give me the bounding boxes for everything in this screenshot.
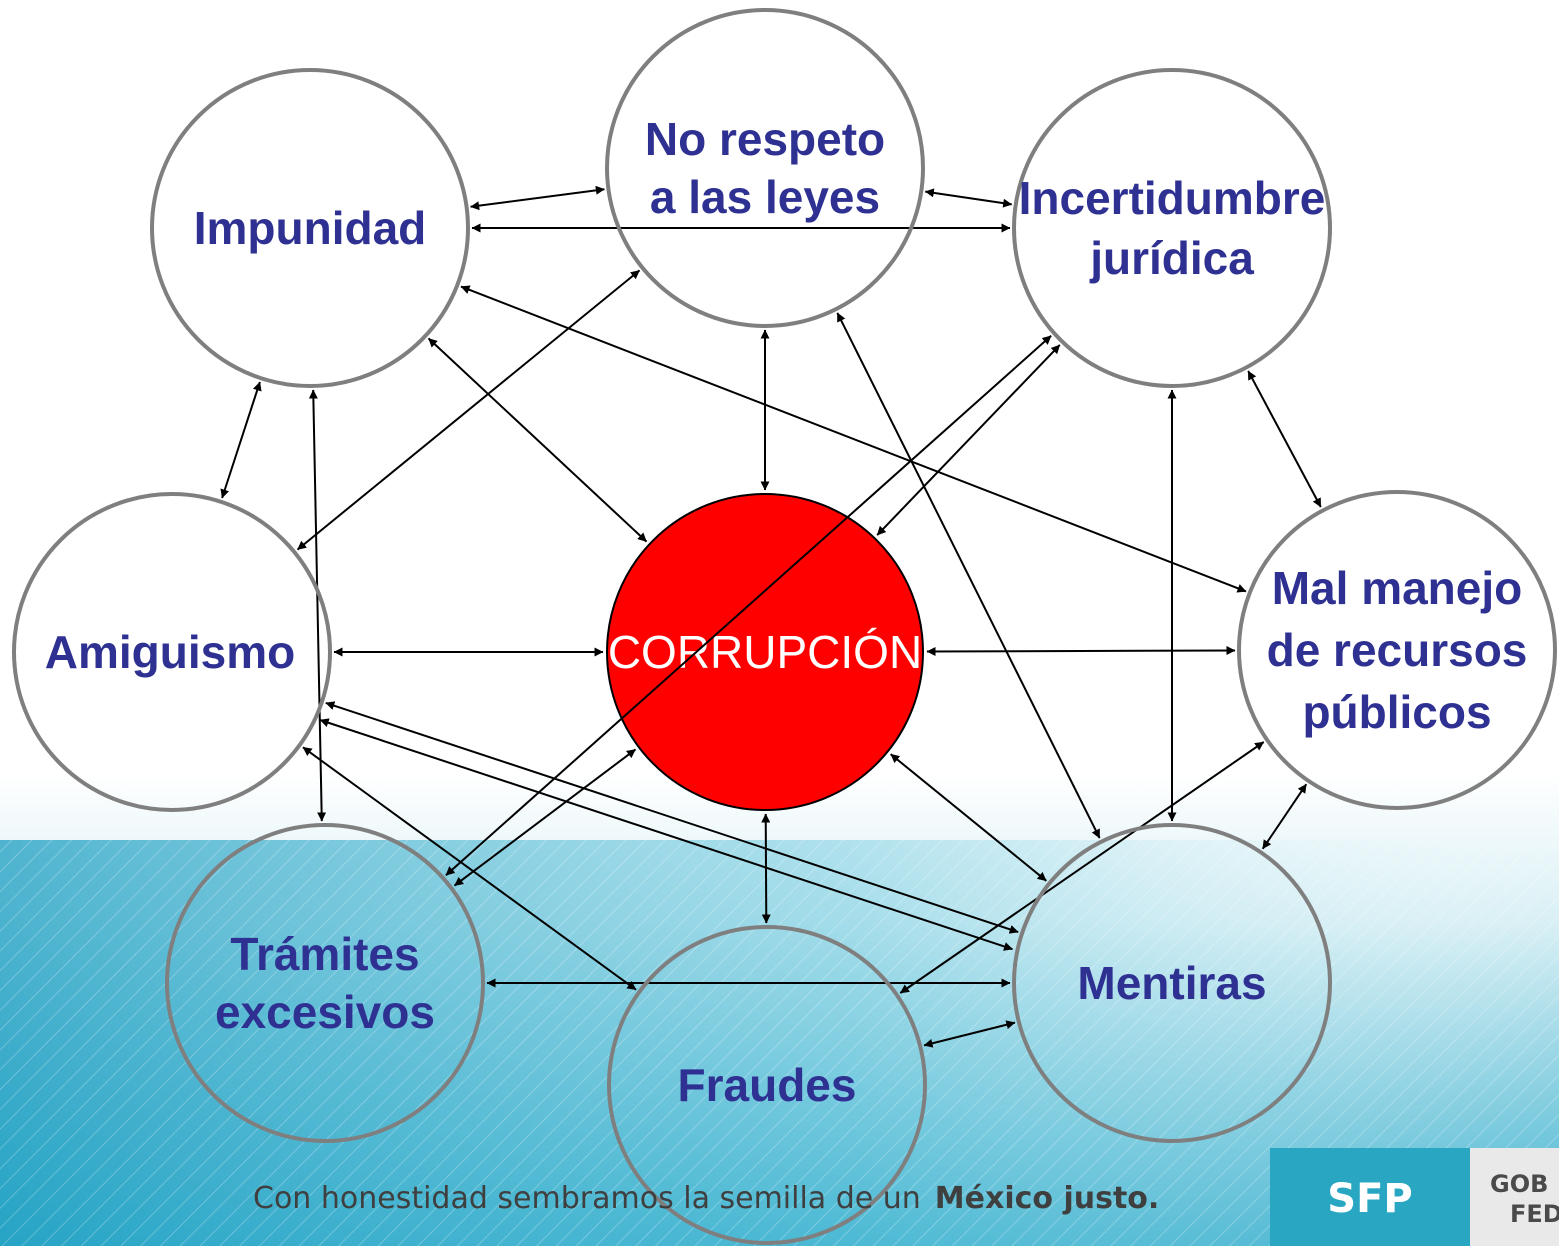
arrow-corrupcion-mal-manejo (926, 646, 1236, 656)
arrow-incertidumbre-mal-manejo (1247, 370, 1322, 508)
node-label: a las leyes (650, 171, 880, 223)
arrow-corrupcion-tramites (453, 748, 637, 887)
arrow-no-respeto-incertidumbre (924, 188, 1013, 208)
arrow-corrupcion-fraudes (761, 813, 771, 924)
slogan-prefix: Con honestidad sembramos la semilla de u… (253, 1181, 921, 1216)
node-circle (1237, 490, 1557, 810)
logo-sfp: SFP (1327, 1176, 1412, 1222)
node-label: Impunidad (194, 202, 427, 254)
arrow-mentiras-mal-manejo (1261, 783, 1308, 850)
arrow-impunidad-amiguismo (220, 381, 262, 499)
node-label: excesivos (215, 986, 435, 1038)
node-label: No respeto (645, 113, 885, 165)
node-tramites: Trámites excesivos (165, 823, 485, 1143)
sfp-logo: SFP GOB FED (1270, 1148, 1559, 1246)
node-label: Fraudes (678, 1059, 857, 1111)
node-impunidad: Impunidad (150, 68, 470, 388)
footer-slogan: Con honestidad sembramos la semilla de u… (253, 1181, 1159, 1216)
node-circle (607, 925, 927, 1245)
node-circle (150, 68, 470, 388)
center-label: CORRUPCIÓN (608, 626, 922, 678)
node-mentiras: Mentiras (1012, 823, 1332, 1143)
node-label: de recursos (1267, 624, 1528, 676)
node-no-respeto: No respeto a las leyes (605, 8, 925, 328)
node-amiguismo: Amiguismo (12, 492, 332, 812)
arrows (220, 185, 1322, 1048)
node-circle (1012, 68, 1332, 388)
node-label: Trámites (230, 928, 419, 980)
node-circle (605, 8, 925, 328)
node-corrupcion: CORRUPCIÓN (606, 493, 924, 811)
node-label: Incertidumbre (1019, 172, 1326, 224)
slogan-bold: México justo. (935, 1181, 1160, 1216)
arrow-impunidad-no-respeto (470, 185, 605, 211)
arrow-fraudes-mal-manejo (899, 741, 1265, 994)
logo-fed: FED (1510, 1200, 1559, 1228)
node-circle (165, 823, 485, 1143)
node-circle (1012, 823, 1332, 1143)
node-label: Mentiras (1077, 957, 1266, 1009)
arrow-fraudes-mentiras (923, 1020, 1016, 1048)
arrow-amiguismo-mentiras-lower (319, 718, 1013, 951)
node-circle (12, 492, 332, 812)
node-label: jurídica (1089, 232, 1254, 284)
node-incertidumbre: Incertidumbre jurídica (1012, 68, 1332, 388)
node-fraudes: Fraudes (607, 925, 927, 1245)
node-label: públicos (1302, 686, 1491, 738)
node-label: Mal manejo (1272, 562, 1523, 614)
footer: Con honestidad sembramos la semilla de u… (253, 1148, 1559, 1246)
node-label: Amiguismo (45, 626, 295, 678)
logo-gob: GOB (1490, 1170, 1548, 1198)
node-mal-manejo: Mal manejo de recursos públicos (1237, 490, 1557, 810)
